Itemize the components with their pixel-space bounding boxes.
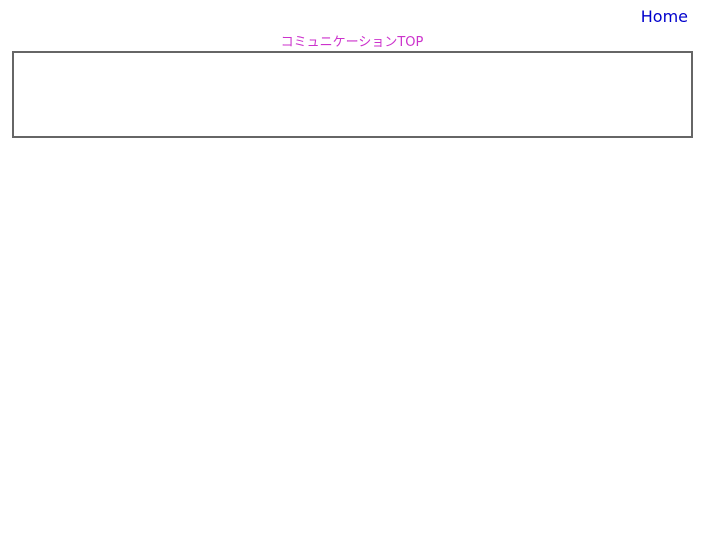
content-box: [12, 51, 693, 138]
home-link[interactable]: Home: [640, 7, 688, 26]
page-title: コミュニケーションTOP: [280, 35, 424, 50]
